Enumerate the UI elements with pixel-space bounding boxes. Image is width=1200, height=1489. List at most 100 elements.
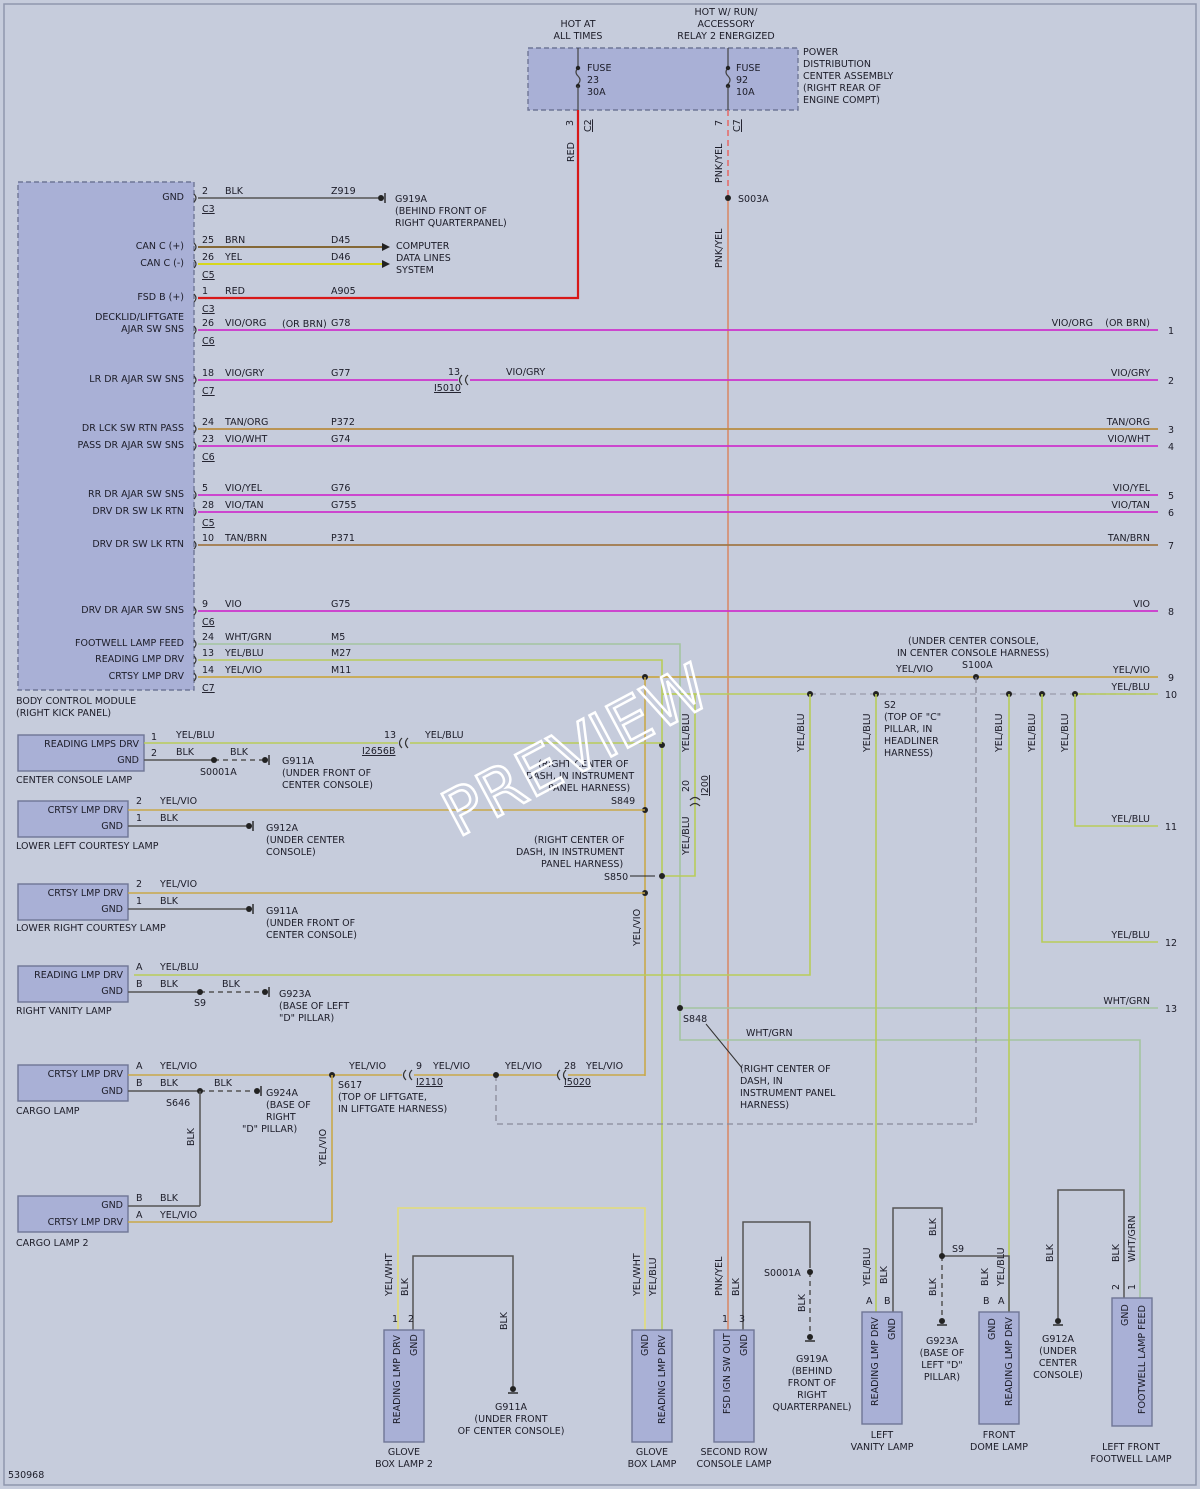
cargo-lamp[interactable]: CRTSY LMP DRV GND CARGO LAMP A B YEL/VIO… [16, 1061, 645, 1222]
center-console-lamp[interactable]: READING LMPS DRV GND CENTER CONSOLE LAMP… [16, 730, 662, 791]
can-lines: COMPUTER DATA LINES SYSTEM [198, 241, 451, 276]
lv-pin1-label: READING LMP DRV [870, 1317, 881, 1406]
bcm-pin-9: 28 [202, 500, 214, 511]
bcm-pin-symbol-1 [193, 242, 197, 252]
rv-pin2-label: GND [101, 986, 123, 997]
bcm-pin-symbol-7 [193, 441, 197, 451]
gbl2-title-2: BOX LAMP 2 [375, 1459, 433, 1470]
bcm-color-10: TAN/BRN [224, 533, 267, 544]
fuse23-label-2: 23 [587, 75, 599, 86]
output-number-4: 4 [1168, 442, 1174, 453]
cargo-wire2: BLK [160, 1078, 179, 1089]
red-wire-fsd [198, 110, 580, 300]
s848-note-2: DASH, IN [740, 1076, 783, 1087]
srcl-title-1: SECOND ROW [700, 1447, 768, 1458]
pdc-label-2: DISTRIBUTION [803, 59, 871, 70]
cargo-title: CARGO LAMP [16, 1106, 80, 1117]
lff-pin1-num: 2 [1111, 1284, 1122, 1290]
llc-box [17, 800, 129, 838]
i5020-wire-left: YEL/VIO [504, 1061, 542, 1072]
g919a-ground-symbol [378, 195, 384, 201]
second-row-console-lamp[interactable]: S0001A PNK/YEL BLK BLK 1 3 FSD IGN SW OU… [697, 1221, 852, 1470]
ccl-splice [211, 757, 217, 763]
fd-pin1-label: GND [987, 1318, 998, 1340]
fd-pin2-label: READING LMP DRV [1004, 1317, 1015, 1406]
lff-title-2: FOOTWELL LAMP [1090, 1454, 1171, 1465]
lff-blk-wire [1057, 1189, 1125, 1298]
s617-note-2: IN LIFTGATE HARNESS) [338, 1104, 447, 1115]
s848-note-3: INSTRUMENT PANEL [740, 1088, 836, 1099]
ccl-wire2b: BLK [230, 747, 249, 758]
output-number-13: 13 [1165, 1004, 1177, 1015]
i5010-color: VIO/GRY [506, 367, 545, 378]
i2110-connector-symbol [402, 1069, 413, 1081]
left-vanity-lamp[interactable]: S9 YEL/BLU BLK BLK BLK A B READING LMP D… [851, 1207, 1010, 1453]
left-front-footwell-lamp[interactable]: BLK BLK WHT/GRN 2 1 GND FOOTWELL LAMP FE… [1033, 1189, 1172, 1465]
bcm-pin-symbol-6 [193, 424, 197, 434]
wire-12-yel-blu [1041, 694, 1158, 943]
right-vanity-lamp[interactable]: READING LMP DRV GND RIGHT VANITY LAMP A … [16, 962, 349, 1024]
fuse92-symbol [725, 67, 731, 85]
ccl-ground-symbol [262, 757, 268, 763]
rv-splice-label: S9 [194, 998, 206, 1009]
glove-box-lamp-2[interactable]: YEL/WHT BLK BLK 1 2 READING LMP DRV GND … [375, 1207, 646, 1470]
bcm-circuit-12: M5 [331, 632, 345, 643]
bcm-pin-symbol-11 [193, 606, 197, 616]
bcm-label-6: DR LCK SW RTN PASS [82, 423, 184, 434]
lower-right-courtesy-lamp[interactable]: CRTSY LMP DRV GND LOWER RIGHT COURTESY L… [16, 879, 645, 941]
bcm-color-6: TAN/ORG [224, 417, 268, 428]
fuse92-label-1: FUSE [736, 63, 760, 74]
i5020-connector-symbol [556, 1069, 567, 1081]
srcl-ground-symbol [807, 1334, 813, 1340]
output-number-9: 9 [1168, 673, 1174, 684]
output-number-5: 5 [1168, 491, 1174, 502]
bcm-pin-14: 14 [202, 665, 214, 676]
gbl2-wire1: YEL/WHT [384, 1253, 395, 1297]
cargo-pin2-num: B [136, 1078, 143, 1089]
output-color-7: TAN/BRN [1107, 533, 1150, 544]
bcm-color-11: VIO [225, 599, 242, 610]
pnk-yel-label-2: PNK/YEL [714, 228, 725, 268]
i2656b-connector-symbol [398, 737, 409, 749]
cargo-lamp-2[interactable]: GND CRTSY LMP DRV CARGO LAMP 2 B A BLK Y… [16, 1193, 332, 1249]
s003a-splice [725, 195, 731, 201]
output-alt-1: (OR BRN) [1105, 318, 1150, 329]
bcm-pin-12: 24 [202, 632, 214, 643]
s849-label: S849 [611, 796, 635, 807]
gbl2-wire3: BLK [499, 1311, 510, 1330]
wire-11-yel-blu [1074, 694, 1158, 827]
bcm-circuit-1: D45 [331, 235, 350, 246]
bcm-label-3: FSD B (+) [137, 292, 184, 303]
lamp-network: S848 WHT/GRN (RIGHT CENTER OF DASH, IN I… [134, 636, 1158, 1330]
glove-box-lamp[interactable]: YEL/WHT YEL/BLU GND READING LMP DRV GLOV… [628, 1253, 677, 1470]
cargo-ground-3: RIGHT [266, 1112, 296, 1123]
bcm-conn-4: C6 [202, 336, 215, 347]
ccl-inline-wire: YEL/BLU [424, 730, 464, 741]
s848-note-1: (RIGHT CENTER OF [740, 1064, 831, 1075]
lower-left-courtesy-lamp[interactable]: CRTSY LMP DRV GND LOWER LEFT COURTESY LA… [16, 796, 645, 858]
lrc-ground-1: G911A [266, 906, 298, 917]
cargo-wire1: YEL/VIO [159, 1061, 197, 1072]
computer-data-lines-2: DATA LINES [396, 253, 451, 264]
bcm-color-7: VIO/WHT [225, 434, 268, 445]
fuse92-label-2: 92 [736, 75, 748, 86]
bcm-conn-9: C5 [202, 518, 215, 529]
c2-pin: 3 [565, 120, 576, 126]
bcm-color-9: VIO/TAN [225, 500, 264, 511]
pdc-box [527, 47, 799, 111]
output-color-6: VIO/TAN [1111, 500, 1150, 511]
i5010-connector-symbol [458, 374, 469, 386]
gbl2-ground-3: OF CENTER CONSOLE) [458, 1426, 565, 1437]
hot-at-all-times-1: HOT AT [560, 19, 595, 30]
s617-note-1: (TOP OF LIFTGATE, [338, 1092, 427, 1103]
bcm-label-5: LR DR AJAR SW SNS [89, 374, 184, 385]
lv-ground-1: G923A [926, 1336, 958, 1347]
hot-run-3: RELAY 2 ENERGIZED [677, 31, 774, 42]
lv-pin2-label: GND [887, 1318, 898, 1340]
front-dome-lamp[interactable]: BLK YEL/BLU B A GND READING LMP DRV FRON… [970, 1247, 1028, 1453]
bcm-pin-symbol-0 [193, 193, 197, 203]
cargo-ground-4: "D" PILLAR) [242, 1124, 297, 1135]
rv-box [17, 965, 129, 1003]
bcm-label-2: CAN C (-) [140, 258, 184, 269]
rv-title: RIGHT VANITY LAMP [16, 1006, 112, 1017]
